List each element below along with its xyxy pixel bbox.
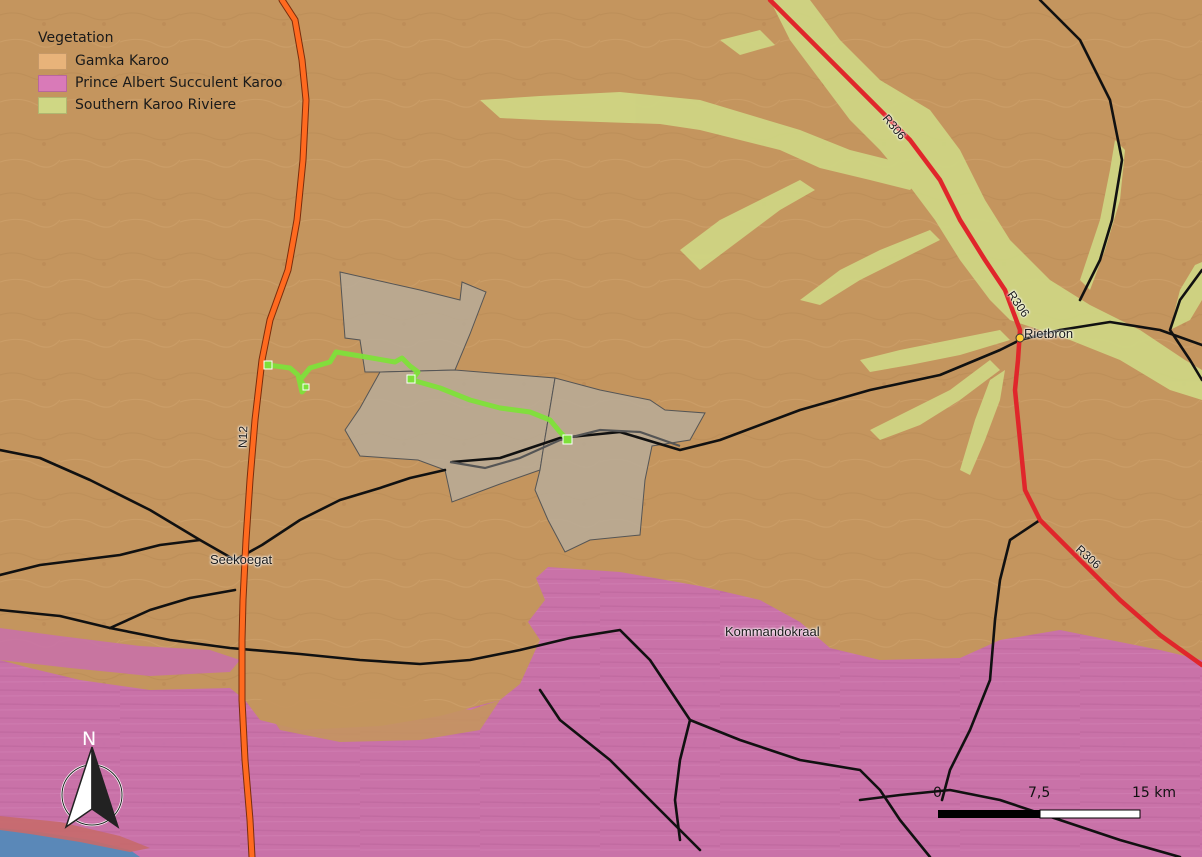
r306-road xyxy=(767,0,1202,668)
scale-label-0: 0 xyxy=(933,785,942,801)
legend-label: Gamka Karoo xyxy=(75,53,170,69)
succulent-karoo-west-strip xyxy=(0,628,240,676)
place-label-rietbron[interactable]: Rietbron xyxy=(1024,326,1074,341)
legend-label: Prince Albert Succulent Karoo xyxy=(75,75,283,91)
red-soil-strip xyxy=(0,816,150,852)
legend-item-succulent-karoo: Prince Albert Succulent Karoo xyxy=(38,72,283,94)
north-label: N xyxy=(82,728,97,750)
north-arrow-icon xyxy=(60,746,124,829)
scale-label-7-5: 7,5 xyxy=(1028,785,1051,801)
track-line xyxy=(449,428,681,470)
legend-item-gamka-karoo: Gamka Karoo xyxy=(38,50,283,72)
scale-label-15-km: 15 km xyxy=(1132,785,1177,801)
karoo-lobe xyxy=(260,690,500,742)
scale-bar xyxy=(938,809,1141,819)
route-nodes xyxy=(263,360,573,445)
road-label-n12: N12 xyxy=(235,425,251,449)
succulent-karoo-area xyxy=(0,567,1202,857)
place-label-seekoegat[interactable]: Seekoegat xyxy=(210,552,273,567)
rietbron-marker xyxy=(1015,333,1025,343)
legend-swatch-succulent-karoo xyxy=(38,74,67,92)
place-label-kommandokraal[interactable]: Kommandokraal xyxy=(725,624,820,639)
water-area xyxy=(0,828,140,857)
legend-label: Southern Karoo Riviere xyxy=(75,97,237,113)
project-area xyxy=(339,271,706,553)
legend-title: Vegetation xyxy=(38,30,114,46)
vegetation-legend: Vegetation Gamka Karoo Prince Albert Suc… xyxy=(38,30,283,116)
legend-item-karoo-riviere: Southern Karoo Riviere xyxy=(38,94,283,116)
legend-swatch-karoo-riviere xyxy=(38,96,67,114)
legend-swatch-gamka-karoo xyxy=(38,52,67,70)
